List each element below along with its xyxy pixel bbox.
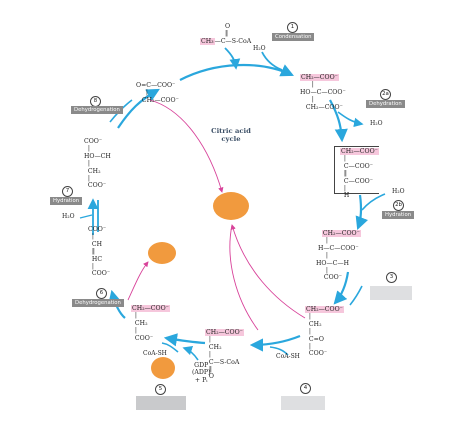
cis-aconitate-rest: | C—COO⁻ ‖ C—COO⁻ | H (343, 155, 374, 200)
citrate: CH₂—COO⁻ | HO—C—COO⁻ | CH₂—COO⁻ (300, 74, 346, 111)
coash-step5: CoA-SH (143, 350, 167, 357)
step-1-number: 1 (287, 22, 298, 33)
coash-step4: CoA-SH (276, 353, 300, 360)
step-6-number: 6 (96, 288, 107, 299)
step-2b-label: Hydration (382, 211, 415, 220)
isocitrate: CH₂—COO⁻ | H—C—COO⁻ | HO—C—H | COO⁻ (316, 230, 361, 282)
arrow-step2a-h2o (337, 111, 364, 128)
succinyl-coa-rest: | CH₂ | C—S-CoA ‖ O (208, 336, 240, 381)
arrow-step5 (163, 333, 206, 347)
cis-aconitate-highlight: CH₂—COO⁻ (340, 148, 379, 155)
h2o-step1: H₂O (253, 45, 266, 52)
succinyl-coa: CH₂—COO⁻ | CH₂ | C—S-CoA ‖ O (205, 329, 244, 381)
arrow-step3 (333, 271, 350, 305)
acetyl-coa-ch3: CH₃ (200, 38, 215, 45)
succinate-highlight: CH₂—COO⁻ (131, 305, 170, 312)
arrow-step2a (329, 99, 348, 143)
cis-aconitate: CH₂—COO⁻ | C—COO⁻ ‖ C—COO⁻ | H (340, 148, 379, 200)
step-3-answer-blank[interactable] (370, 286, 412, 300)
h2o-step2b: H₂O (392, 188, 405, 195)
magenta-link-2 (230, 224, 306, 319)
alpha-kg-rest: | CH₂ | C=O | COO⁻ (308, 313, 328, 358)
arrow-step1-input (224, 47, 241, 70)
cis-aconitate-bracket (334, 146, 379, 194)
step-2a-number: 2a (380, 89, 391, 100)
step-8-label: Dehydrogenation (71, 106, 123, 115)
oxaloacetate: O=C—COO⁻ | CH₂—COO⁻ (136, 82, 179, 104)
arrow-step8 (117, 88, 160, 129)
answer-dot-left[interactable] (148, 242, 176, 264)
arrow-step1-h2o (261, 51, 283, 71)
arrow-step4 (249, 334, 301, 352)
isocitrate-rest: | H—C—COO⁻ | HO—C—H | COO⁻ (316, 237, 359, 282)
succinate: CH₂—COO⁻ | CH₂ | COO⁻ (131, 305, 170, 342)
cycle-title: Citric acid cycle (211, 127, 251, 143)
succinyl-coa-highlight: CH₂—COO⁻ (205, 329, 244, 336)
answer-dot-center[interactable] (213, 192, 249, 220)
h2o-step2a: H₂O (370, 120, 383, 127)
alpha-kg-highlight: CH₂—COO⁻ (305, 306, 344, 313)
alpha-ketoglutarate: CH₂—COO⁻ | CH₂ | C=O | COO⁻ (305, 306, 344, 358)
gdp-adp-pi: GDP (ADP) + Pᵢ (192, 362, 211, 384)
step-5-answer-blank[interactable] (136, 396, 186, 410)
citrate-highlight: CH₂—COO⁻ (300, 74, 339, 81)
acetyl-coa-carbonyl: O ‖ (225, 23, 231, 38)
acetyl-coa-rest: —C—S-CoA (214, 38, 252, 45)
citrate-rest: | HO—C—COO⁻ | CH₂—COO⁻ (300, 81, 346, 111)
step-7-label: Hydration (50, 197, 83, 206)
step-7-number: 7 (62, 186, 73, 197)
step-3-number: 3 (386, 272, 397, 283)
succinate-rest: | CH₂ | COO⁻ (134, 312, 154, 342)
step-2b-number: 2b (393, 200, 404, 211)
step-5-number: 5 (155, 384, 166, 395)
arrow-step2b (355, 194, 369, 231)
step-4-answer-blank[interactable] (281, 396, 325, 410)
malate: COO⁻ | HO—CH | CH₂ | COO⁻ (84, 138, 111, 190)
magenta-link-1 (149, 99, 224, 193)
step-2a-label: Dehydration (366, 100, 405, 109)
step-1-label: Condensation (272, 33, 315, 42)
fumarate: COO⁻ | CH ‖ HC | COO⁻ (88, 226, 111, 278)
arrow-step4-coash (269, 346, 289, 356)
answer-dot-bottom[interactable] (151, 357, 175, 379)
arrow-step5-coash (161, 342, 179, 353)
magenta-link-4 (127, 261, 149, 301)
arrow-step7-h2o (79, 214, 93, 219)
acetyl-coa: CH₃—C—S-CoA (200, 38, 251, 45)
h2o-step7: H₂O (62, 213, 75, 220)
arrow-step2b-h2o (361, 193, 386, 211)
step-6-label: Dehydrogenation (72, 299, 124, 308)
magenta-link-3 (229, 224, 259, 331)
arrow-step3-side (349, 285, 363, 306)
isocitrate-highlight: CH₂—COO⁻ (321, 230, 361, 237)
arrow-step5-gdp (182, 345, 199, 361)
step-4-number: 4 (300, 383, 311, 394)
